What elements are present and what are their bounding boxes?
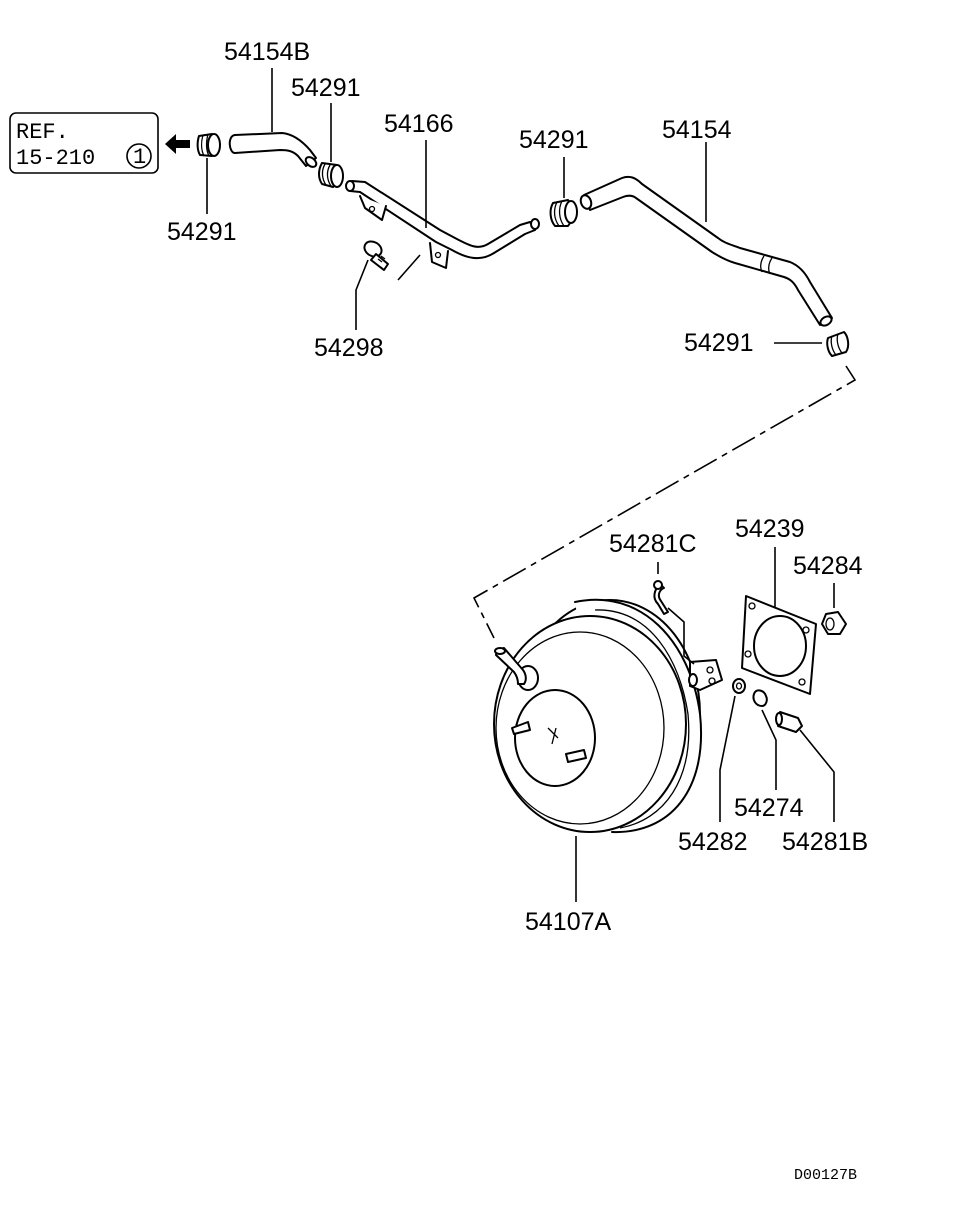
label-bolt-54298: 54298 <box>314 334 384 362</box>
clamp-top[interactable] <box>318 162 344 188</box>
arrow-left-icon <box>165 134 190 154</box>
pipe-54166[interactable] <box>345 180 540 269</box>
reference-box[interactable]: REF. 15-210 1 <box>9 112 159 174</box>
hose-54154B[interactable] <box>228 132 318 169</box>
label-washer-54282: 54282 <box>678 828 748 856</box>
nut-54284[interactable] <box>821 611 847 635</box>
reference-circle-number: 1 <box>133 145 146 170</box>
bolt-54298[interactable] <box>362 238 389 271</box>
label-booster-54107A: 54107A <box>525 908 612 936</box>
label-clamp-top: 54291 <box>291 74 361 102</box>
label-pin-54281B: 54281B <box>782 828 868 856</box>
label-pipe-54166: 54166 <box>384 110 454 138</box>
label-clamp-right: 54291 <box>684 329 754 357</box>
clamp-right[interactable] <box>826 331 850 357</box>
label-hose-54154B: 54154B <box>224 38 310 66</box>
clamp-mid[interactable] <box>549 199 578 227</box>
label-clamp-left: 54291 <box>167 218 237 246</box>
hose-54154[interactable] <box>579 175 833 328</box>
drawing-code: D00127B <box>794 1167 857 1184</box>
label-pin-54281C: 54281C <box>609 530 697 558</box>
reference-line1: REF. <box>16 120 69 145</box>
label-hose-54154: 54154 <box>662 116 732 144</box>
label-gasket-54239: 54239 <box>735 515 805 543</box>
connector-line <box>472 365 857 639</box>
ring-54274[interactable] <box>752 689 768 707</box>
washer-54282[interactable] <box>732 678 746 694</box>
pin-54281B[interactable] <box>775 711 803 733</box>
label-ring-54274: 54274 <box>734 794 804 822</box>
reference-line2: 15-210 <box>16 146 95 171</box>
clevis-pin-54281C[interactable] <box>653 580 669 615</box>
gasket-54239[interactable] <box>741 595 817 695</box>
brake-booster-54107A[interactable] <box>493 598 723 834</box>
label-nut-54284: 54284 <box>793 552 863 580</box>
label-clamp-mid: 54291 <box>519 126 589 154</box>
clamp-left[interactable] <box>196 133 221 157</box>
